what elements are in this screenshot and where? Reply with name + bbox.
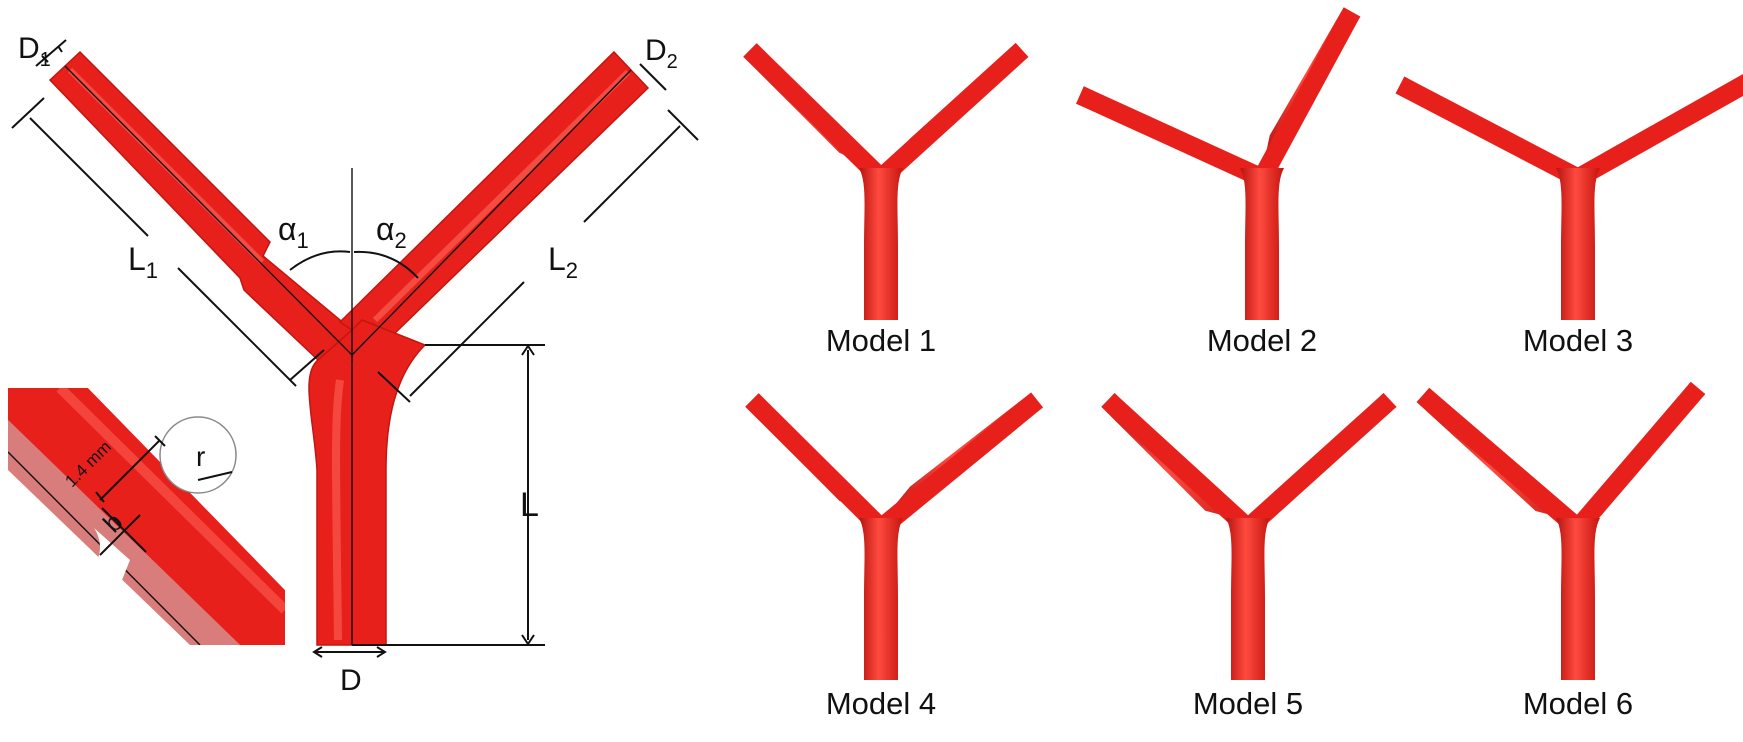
model-grid [743,7,1743,680]
model-5-trunk [1226,518,1270,680]
model-2-vessel [1076,7,1361,320]
model-4-label: Model 4 [825,686,937,721]
label-alpha2: α2 [376,211,407,253]
model-6-trunk [1556,518,1600,680]
schematic-vessel [48,50,650,646]
model-5-vessel [1101,392,1397,680]
model-5-label: Model 5 [1192,686,1304,721]
label-alpha1: α1 [278,211,309,253]
dimension-lines [11,39,699,658]
label-l: L [520,486,539,524]
model-1-label: Model 1 [825,323,937,358]
label-d: D [340,664,362,697]
model-6-label: Model 6 [1522,686,1634,721]
model-2-trunk [1240,168,1284,320]
model-6-vessel [1416,381,1706,680]
label-l2: L2 [548,241,578,283]
label-l1: L1 [128,241,158,283]
model-3-label: Model 3 [1522,323,1634,358]
trunk [308,319,427,646]
model-1-vessel [743,42,1029,320]
schematic-labels: D1 D2 L1 L2 α1 α2 L D [18,32,678,697]
model-4-trunk [859,518,903,680]
label-d1: D1 [18,32,51,71]
inset-circle [159,416,237,494]
stenosis-inset: 1.4 mm b r [8,388,285,645]
label-r: r [196,441,205,472]
model-2-label: Model 2 [1206,323,1318,358]
model-4-vessel [745,392,1044,680]
model-1-trunk [859,168,903,320]
model-3-trunk [1556,168,1600,320]
label-d2: D2 [645,34,678,73]
model-3-vessel [1395,74,1743,320]
